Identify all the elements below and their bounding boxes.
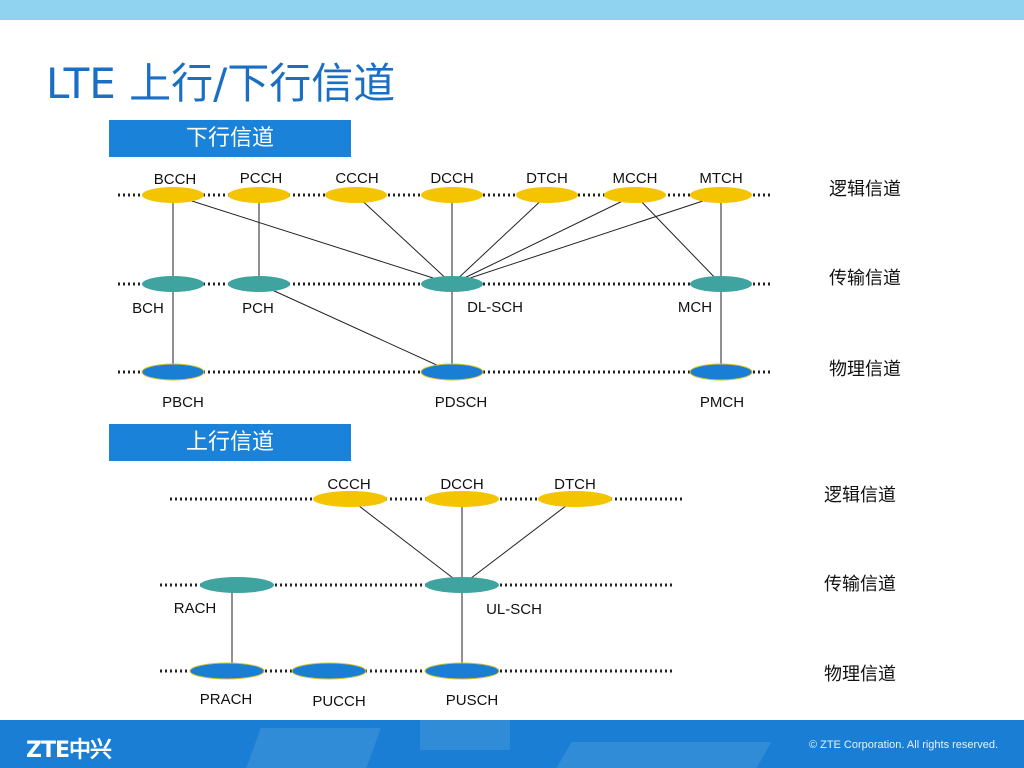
ul-physical-nodes [189, 662, 500, 680]
node-dcch-dl [421, 187, 483, 203]
map-mtch-dlsch [451, 194, 722, 285]
node-mcch [604, 187, 666, 203]
node-pdsch [420, 363, 484, 381]
label-mch: MCH [678, 299, 712, 316]
footer-bar: ZTE中兴 © ZTE Corporation. All rights rese… [0, 720, 1024, 768]
label-pucch: PUCCH [312, 693, 365, 710]
dl-row-label-transport: 传输信道 [829, 268, 901, 289]
label-dcch-dl: DCCH [430, 170, 473, 187]
label-mtch: MTCH [699, 170, 742, 187]
copyright-text: © ZTE Corporation. All rights reserved. [808, 739, 998, 751]
node-rach [200, 577, 274, 593]
node-pmch [689, 363, 753, 381]
label-ulsch: UL-SCH [486, 601, 542, 618]
downlink-header: 下行信道 [109, 120, 351, 157]
map-mcch-dlsch [451, 194, 636, 285]
node-ccch-ul [313, 491, 387, 507]
map-dtch-dlsch [451, 194, 548, 285]
node-pbch [141, 363, 205, 381]
node-dcch-ul [425, 491, 499, 507]
page-title: LTE 上行/下行信道 [46, 59, 396, 108]
label-pcch: PCCH [240, 170, 283, 187]
footer-decoration [420, 720, 510, 750]
dl-physical-nodes [141, 363, 753, 381]
node-pucch [291, 662, 367, 680]
map-mcch-mch [634, 194, 722, 285]
node-prach [189, 662, 265, 680]
map-pch-pdsch [258, 283, 453, 373]
node-bcch [142, 187, 204, 203]
label-rach: RACH [174, 600, 217, 617]
label-ccch-ul: CCCH [327, 476, 370, 493]
label-prach: PRACH [200, 691, 253, 708]
dl-transport-nodes [142, 276, 752, 292]
label-pmch: PMCH [700, 394, 744, 411]
node-mtch [690, 187, 752, 203]
node-mch [690, 276, 752, 292]
label-pdsch: PDSCH [435, 394, 488, 411]
label-pbch: PBCH [162, 394, 204, 411]
label-dtch-ul: DTCH [554, 476, 596, 493]
footer-decoration [548, 742, 772, 768]
map-ccch-dlsch [355, 194, 453, 285]
zte-logo: ZTE中兴 [26, 738, 112, 763]
node-dtch-dl [516, 187, 578, 203]
uplink-header: 上行信道 [109, 424, 351, 461]
map-ccch-ulsch [349, 498, 463, 586]
dl-row-label-physical: 物理信道 [829, 359, 901, 380]
label-mcch: MCCH [613, 170, 658, 187]
node-ccch-dl [325, 187, 387, 203]
ul-row-label-logical: 逻辑信道 [824, 485, 896, 506]
map-bcch-dlsch [172, 194, 453, 285]
dl-row-label-logical: 逻辑信道 [829, 179, 901, 200]
label-pusch: PUSCH [446, 692, 499, 709]
label-bcch: BCCH [154, 171, 197, 188]
label-bch: BCH [132, 300, 164, 317]
node-dlsch [421, 276, 483, 292]
node-pch [228, 276, 290, 292]
label-ccch-dl: CCCH [335, 170, 378, 187]
node-pusch [424, 662, 500, 680]
map-dtch-ulsch [461, 498, 576, 586]
label-dlsch: DL-SCH [467, 299, 523, 316]
label-dtch-dl: DTCH [526, 170, 568, 187]
node-ulsch [425, 577, 499, 593]
ul-row-label-physical: 物理信道 [824, 664, 896, 685]
ul-transport-nodes [200, 577, 499, 593]
label-pch: PCH [242, 300, 274, 317]
footer-decoration [239, 728, 381, 768]
node-dtch-ul [538, 491, 612, 507]
channel-mapping-diagram: BCCH PCCH CCCH DCCH DTCH MCCH MTCH BCH P… [118, 170, 901, 710]
ul-row-label-transport: 传输信道 [824, 574, 896, 595]
dl-logical-nodes [142, 187, 752, 203]
label-dcch-ul: DCCH [440, 476, 483, 493]
top-bar [0, 0, 1024, 20]
node-bch [142, 276, 204, 292]
node-pcch [228, 187, 290, 203]
ul-logical-nodes [313, 491, 612, 507]
